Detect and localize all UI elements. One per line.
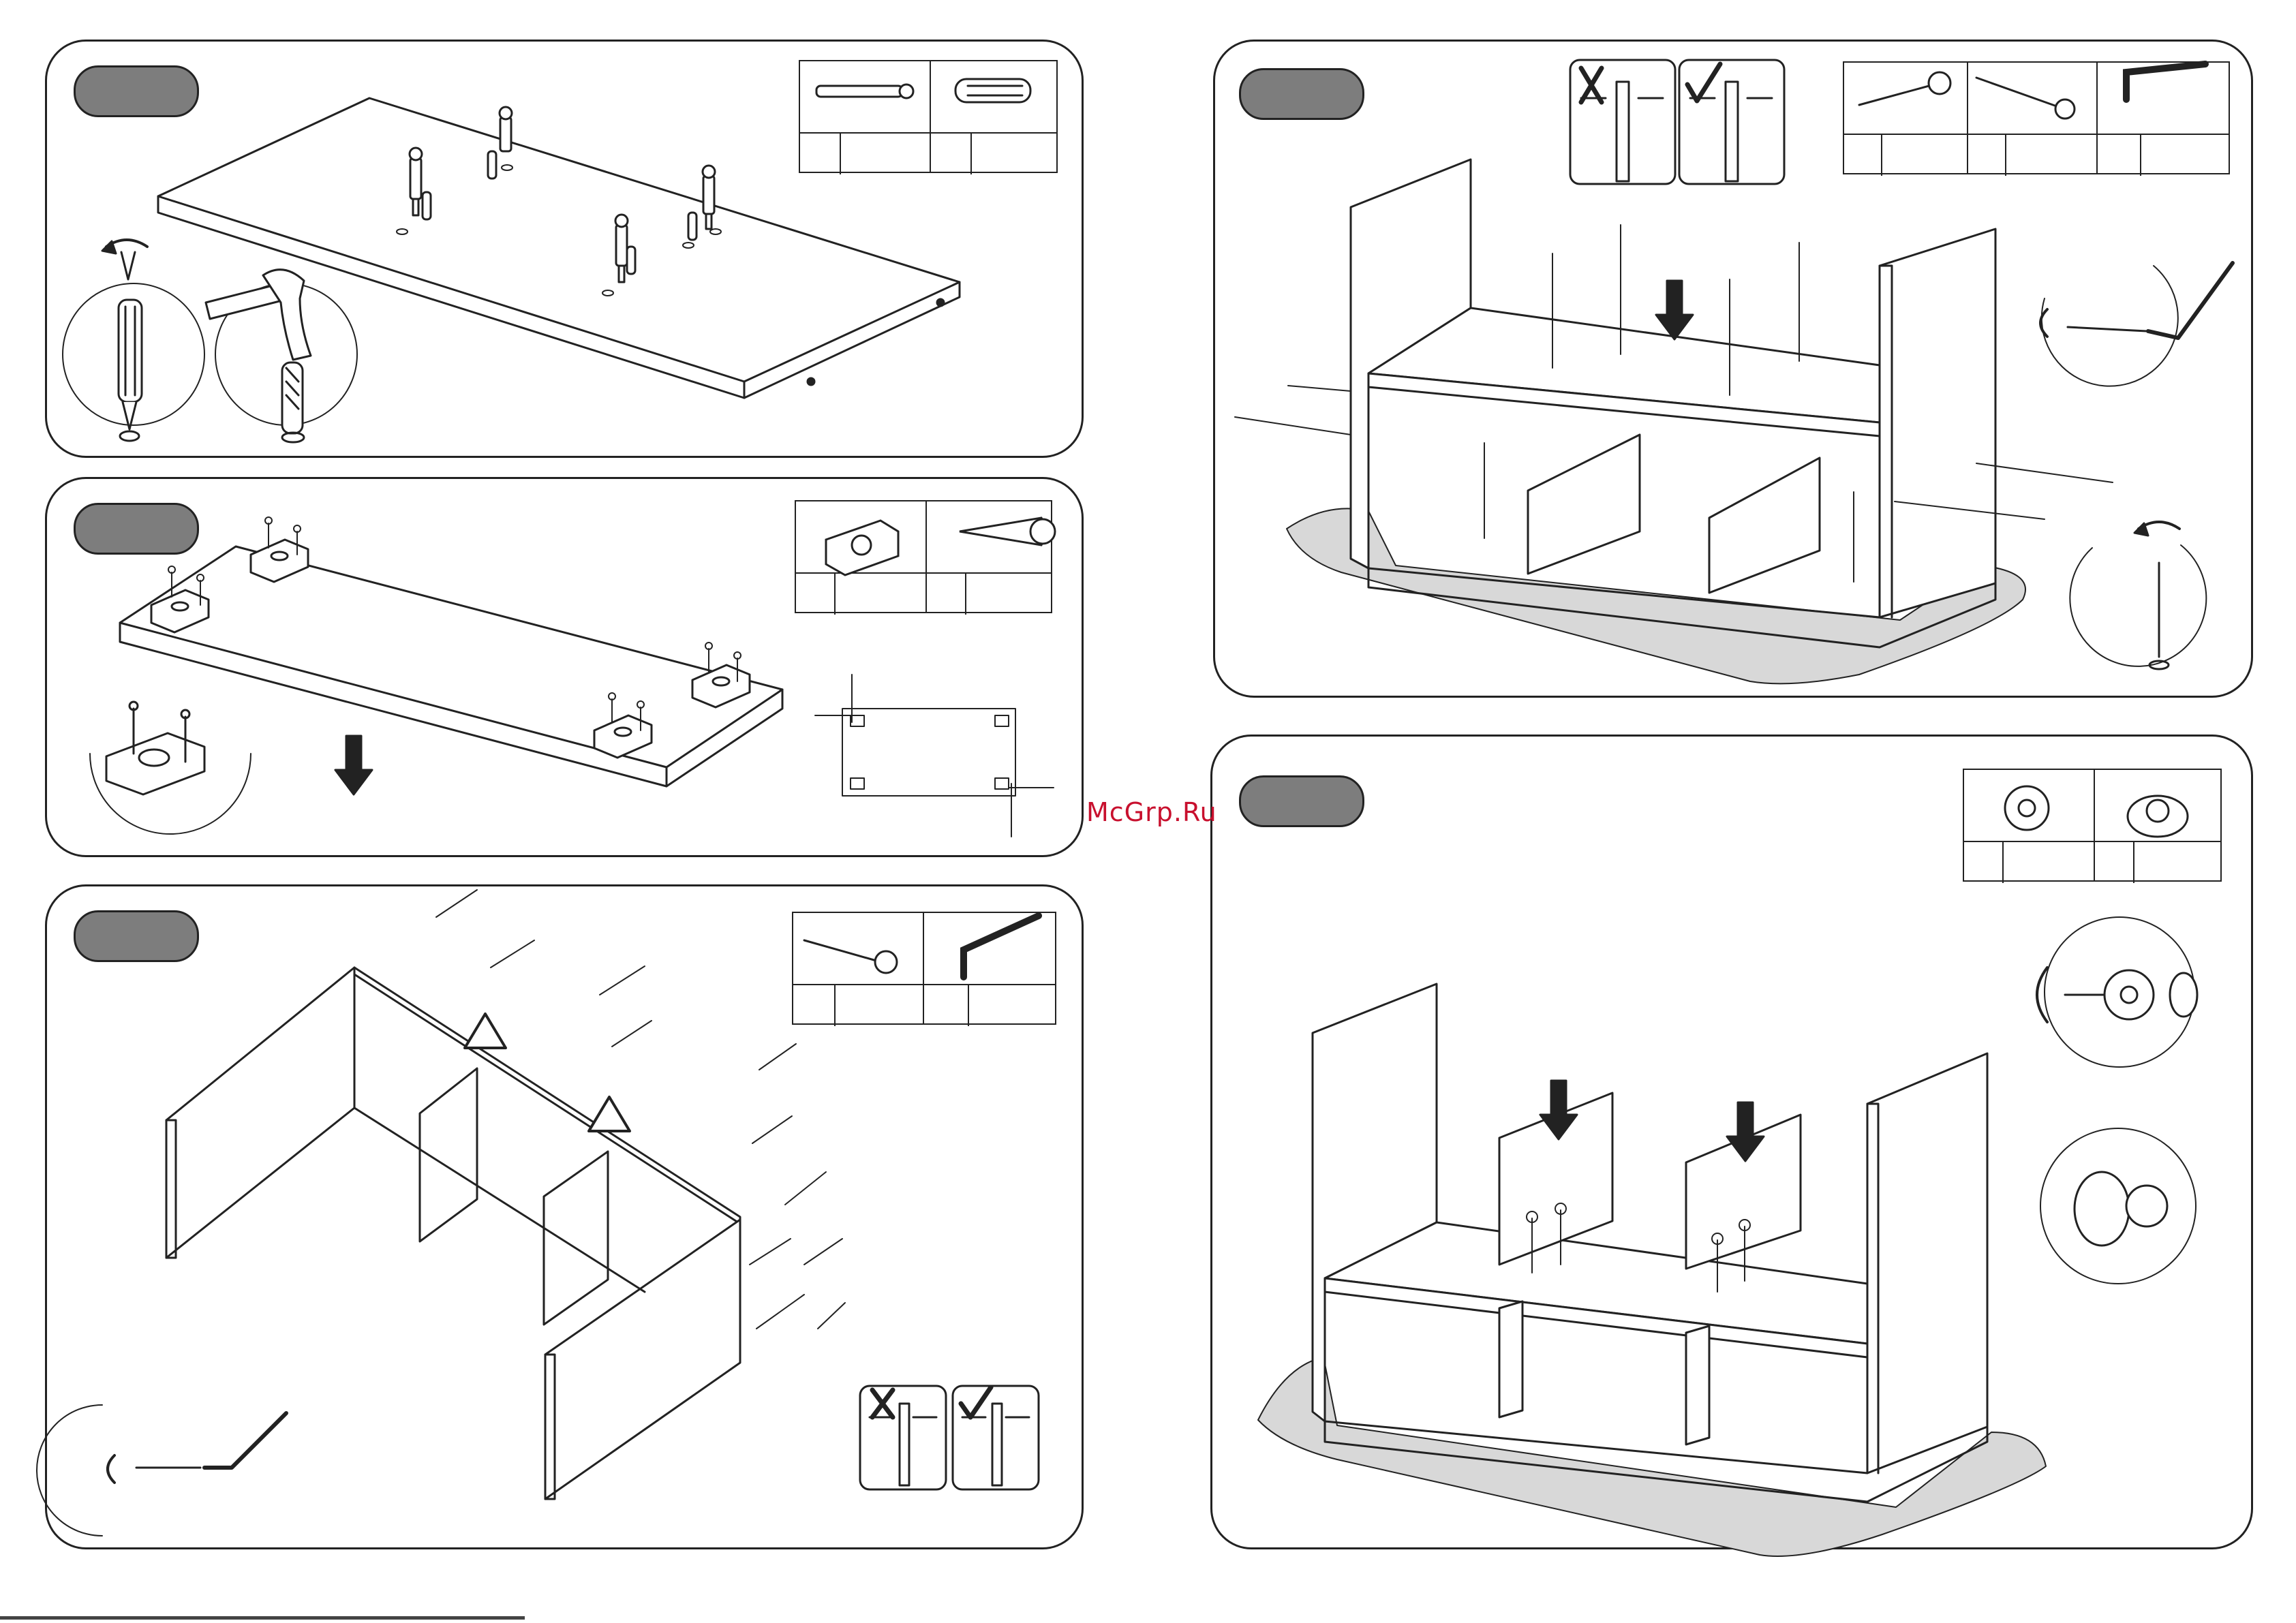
- step-2-board: [120, 546, 782, 786]
- step-4-detail-allen: [2040, 263, 2233, 386]
- confirmat-screw-icon: [436, 890, 845, 1329]
- arrow-down-icon: [1656, 281, 1693, 339]
- step-3-detail-allen: [37, 1405, 286, 1536]
- bottom-rule: [0, 1616, 525, 1620]
- corner-bracket-icon: [826, 521, 898, 575]
- wood-dowel-icon: [955, 79, 1030, 102]
- cap-icon: [2040, 1128, 2196, 1284]
- step-4-check-box: [1570, 60, 1784, 184]
- confirmat-screw-icon: [804, 940, 897, 973]
- cam-lock-icon: [2005, 786, 2049, 830]
- step-4-detail-screwdriver: [2070, 522, 2206, 669]
- arrow-down-icon: [335, 736, 372, 794]
- cam-bolt-icon: [816, 84, 913, 98]
- cap-icon: [2128, 796, 2188, 837]
- warning-triangle-icon: [465, 1014, 630, 1131]
- step-5-detail-cam: [2037, 917, 2197, 1067]
- allen-key-icon: [964, 916, 1039, 977]
- step-5-cabinet: [1313, 984, 1987, 1502]
- step-1-detail-screwdriver: [63, 240, 204, 441]
- step-2-detail: [90, 702, 251, 834]
- step-3-check-box: [860, 1386, 1039, 1489]
- screw-icon: [960, 518, 1055, 545]
- allen-key-icon: [2126, 64, 2205, 99]
- hammer-icon: [206, 270, 357, 442]
- step-2-layout-diagram: [815, 675, 1054, 837]
- confirmat-screw-icon: [1976, 78, 2075, 119]
- screw-icon: [1859, 72, 1950, 105]
- watermark: McGrp.Ru: [1086, 797, 1217, 827]
- step-3-cabinet: [166, 968, 740, 1499]
- step-1-board: [158, 98, 960, 398]
